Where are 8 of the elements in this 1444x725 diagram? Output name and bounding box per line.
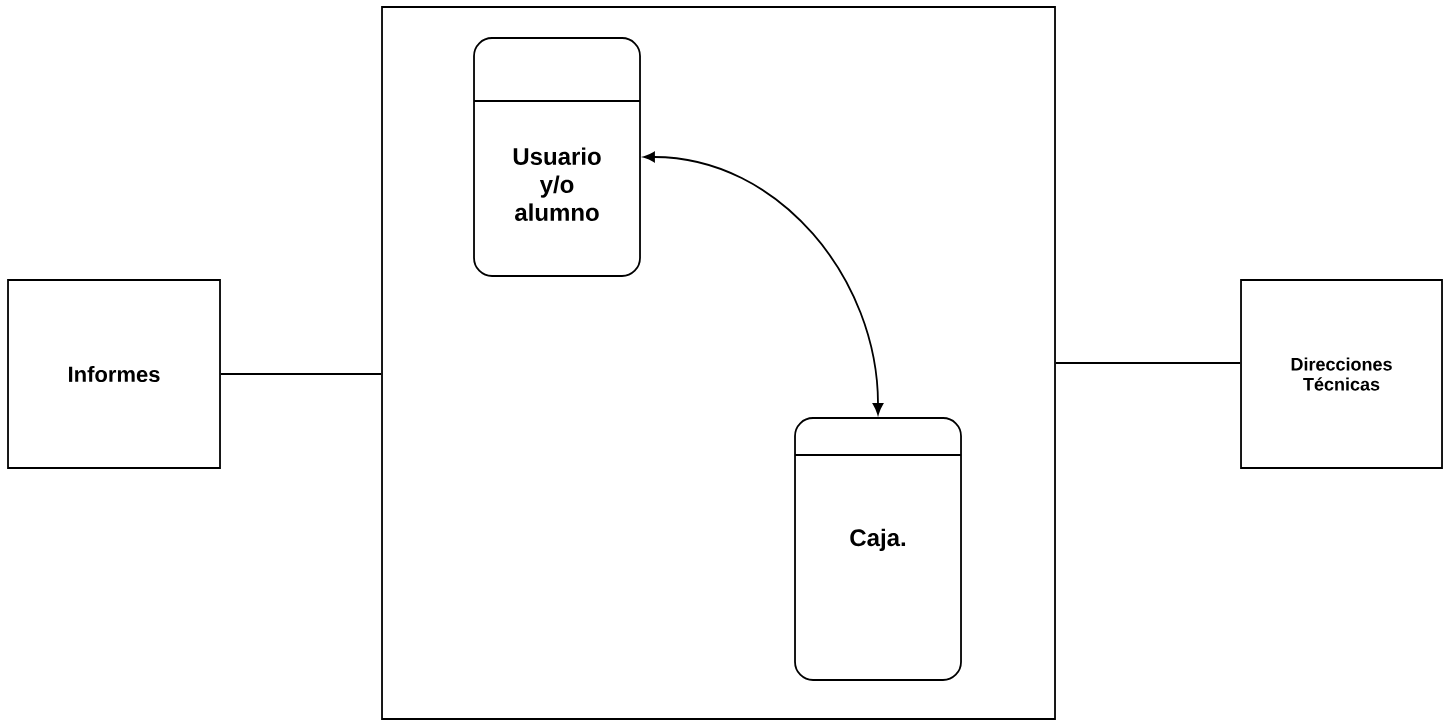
entity-box: Informes	[7, 279, 221, 469]
data-store-box: Caja.	[794, 417, 962, 681]
connector-line	[220, 373, 382, 375]
arrow	[643, 151, 884, 415]
system-boundary-box	[381, 6, 1056, 720]
data-store-box: Usuario y/o alumno	[473, 37, 641, 277]
connector-line	[1055, 362, 1241, 364]
entity-box: Direcciones Técnicas	[1240, 279, 1443, 469]
